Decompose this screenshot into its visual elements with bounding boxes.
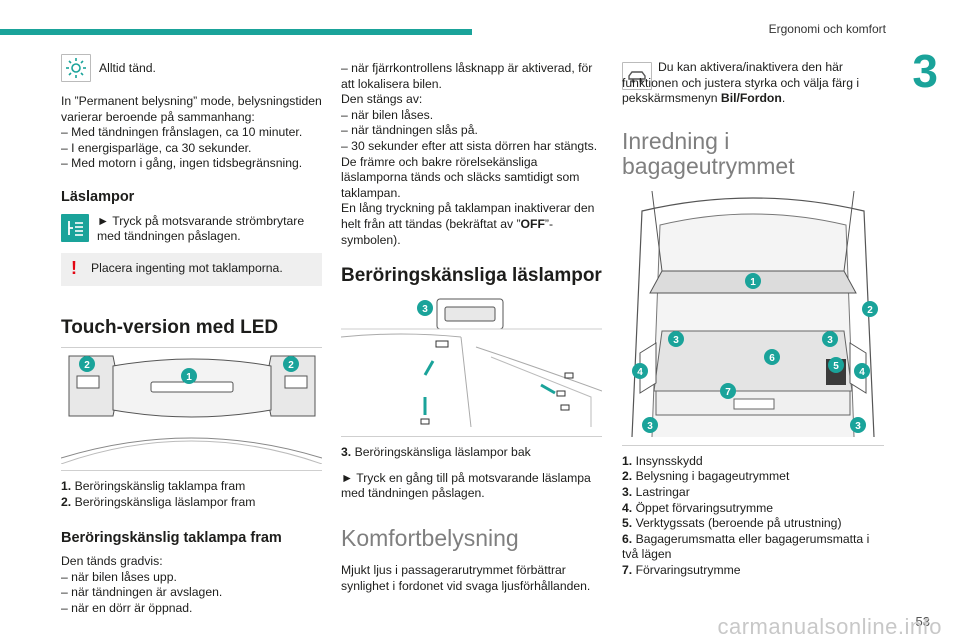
reading-lamp-icon	[61, 213, 89, 242]
svg-text:4: 4	[637, 367, 643, 378]
svg-text:7: 7	[725, 387, 731, 398]
warning-text: Placera ingenting mot taklamporna.	[91, 260, 283, 275]
svg-text:3: 3	[422, 304, 428, 315]
press-text: ► Tryck en gång till på motsvarande läsl…	[341, 470, 591, 501]
callout-1: 1	[745, 272, 761, 289]
svg-text:5: 5	[833, 361, 839, 372]
watermark: carmanualsonline.info	[717, 614, 942, 639]
permanent-item: – I energisparläge, ca 30 sekunder.	[61, 140, 252, 155]
always-on-row: Alltid tänd.	[61, 54, 322, 82]
legend-item: 4. Öppet förvaringsutrymme	[622, 500, 774, 515]
comfort-text: Mjukt ljus i passagerarutrymmet förbättr…	[341, 562, 591, 593]
front-item: – när en dörr är öppnad.	[61, 600, 193, 615]
header-accent-bar	[0, 29, 472, 35]
permanent-item: – Med tändningen frånslagen, ca 10 minut…	[61, 125, 303, 140]
reading-title: Läslampor	[61, 188, 135, 205]
front-item: – när bilen låses upp.	[61, 569, 177, 584]
comfort-title: Komfortbelysning	[341, 524, 519, 551]
svg-text:3: 3	[855, 421, 861, 432]
callout-2: 2	[79, 356, 95, 373]
legend-item: 1. Beröringskänslig taklampa fram	[61, 479, 246, 494]
legend-item: 5. Verktygssats (beroende på utrustning)	[622, 516, 842, 531]
page-number: 53	[915, 614, 930, 629]
trunk-illustration: 1 2 3 3 6 5 4 4 7 3 3	[631, 190, 878, 437]
column-2: – när fjärrkontrollens låsknapp är aktiv…	[341, 61, 602, 594]
always-on-text: Alltid tänd.	[99, 61, 156, 75]
callout-3: 3	[850, 416, 866, 433]
front-legend: 1. Beröringskänslig taklampa fram 2. Ber…	[61, 479, 322, 510]
svg-text:1: 1	[186, 372, 192, 383]
callout-4: 4	[632, 362, 648, 379]
callout-3: 3	[668, 330, 684, 347]
svg-text:4: 4	[859, 367, 865, 378]
column-1: Alltid tänd. In ”Permanent belysning” mo…	[61, 52, 322, 617]
trunk-legend: 1. Insynsskydd 2. Belysning i bagageutry…	[622, 454, 884, 579]
svg-text:3: 3	[647, 421, 653, 432]
front-title: Beröringskänslig taklampa fram	[61, 529, 282, 546]
callout-7: 7	[720, 382, 736, 399]
callout-3: 3	[642, 416, 658, 433]
rear-lamp-illustration: 3	[341, 298, 602, 428]
legend-item: 1. Insynsskydd	[622, 453, 703, 468]
reading-text: ► Tryck på motsvarande strömbrytare med …	[97, 213, 305, 244]
front-item: – när tändningen är avslagen.	[61, 585, 223, 600]
svg-text:1: 1	[750, 277, 756, 288]
callout-1: 1	[181, 368, 197, 385]
permanent-text: In ”Permanent belysning” mode, belysning…	[61, 94, 322, 124]
long-press-text: En lång tryckning på taklampan inaktiver…	[341, 201, 595, 247]
text-line: Den stängs av:	[341, 92, 423, 107]
svg-text:2: 2	[867, 305, 873, 316]
callout-4: 4	[854, 362, 870, 379]
svg-text:2: 2	[84, 360, 90, 371]
info-row	[622, 62, 884, 90]
svg-text:6: 6	[769, 353, 775, 364]
touch-reading-title: Beröringskänsliga läslampor	[341, 265, 602, 287]
text-line: – när fjärrkontrollens låsknapp är aktiv…	[341, 61, 593, 91]
warning-icon: !	[71, 257, 77, 278]
permanent-item: – Med motorn i gång, ingen tidsbegränsni…	[61, 156, 303, 171]
callout-5: 5	[828, 356, 844, 373]
text-line: De främre och bakre rörelsekänsliga läsl…	[341, 154, 580, 200]
chapter-number: 3	[912, 45, 938, 97]
legend-item: 2. Belysning i bagageutrymmet	[622, 469, 790, 484]
reading-row: ► Tryck på motsvarande strömbrytare med …	[61, 213, 322, 245]
touch-title: Touch-version med LED	[61, 317, 279, 339]
callout-3: 3	[822, 330, 838, 347]
section-header: Ergonomi och komfort	[768, 22, 886, 36]
callout-6: 6	[764, 348, 780, 365]
car-icon	[622, 62, 652, 90]
callout-2: 2	[862, 300, 878, 317]
legend-item: 3. Lastringar	[622, 484, 690, 499]
legend-item: 2. Beröringskänsliga läslampor fram	[61, 494, 256, 509]
text-line: – 30 sekunder efter att sista dörren har…	[341, 138, 598, 153]
front-lamp-illustration: 2 1 2	[61, 355, 322, 465]
svg-text:2: 2	[288, 360, 294, 371]
callout-2: 2	[283, 356, 299, 373]
warning-box: ! Placera ingenting mot taklamporna.	[61, 252, 322, 287]
legend-item: 3. Beröringskänsliga läslampor bak	[341, 445, 531, 460]
info-text: Du kan aktivera/inaktivera den här funkt…	[622, 60, 860, 106]
text-line: – när tändningen slås på.	[341, 123, 478, 138]
svg-text:3: 3	[827, 335, 833, 346]
legend-item: 7. Förvaringsutrymme	[622, 562, 741, 577]
svg-text:3: 3	[673, 335, 679, 346]
sun-icon	[61, 54, 91, 82]
interior-title: Inredning i bagageutrymmet	[622, 127, 795, 179]
text-line: – när bilen låses.	[341, 107, 434, 122]
legend-item: 6. Bagagerumsmatta eller bagagerumsmatta…	[622, 531, 870, 562]
front-text: Den tänds gradvis:	[61, 554, 163, 569]
column-3: Du kan aktivera/inaktivera den här funkt…	[622, 52, 884, 579]
callout-3: 3	[417, 300, 433, 317]
